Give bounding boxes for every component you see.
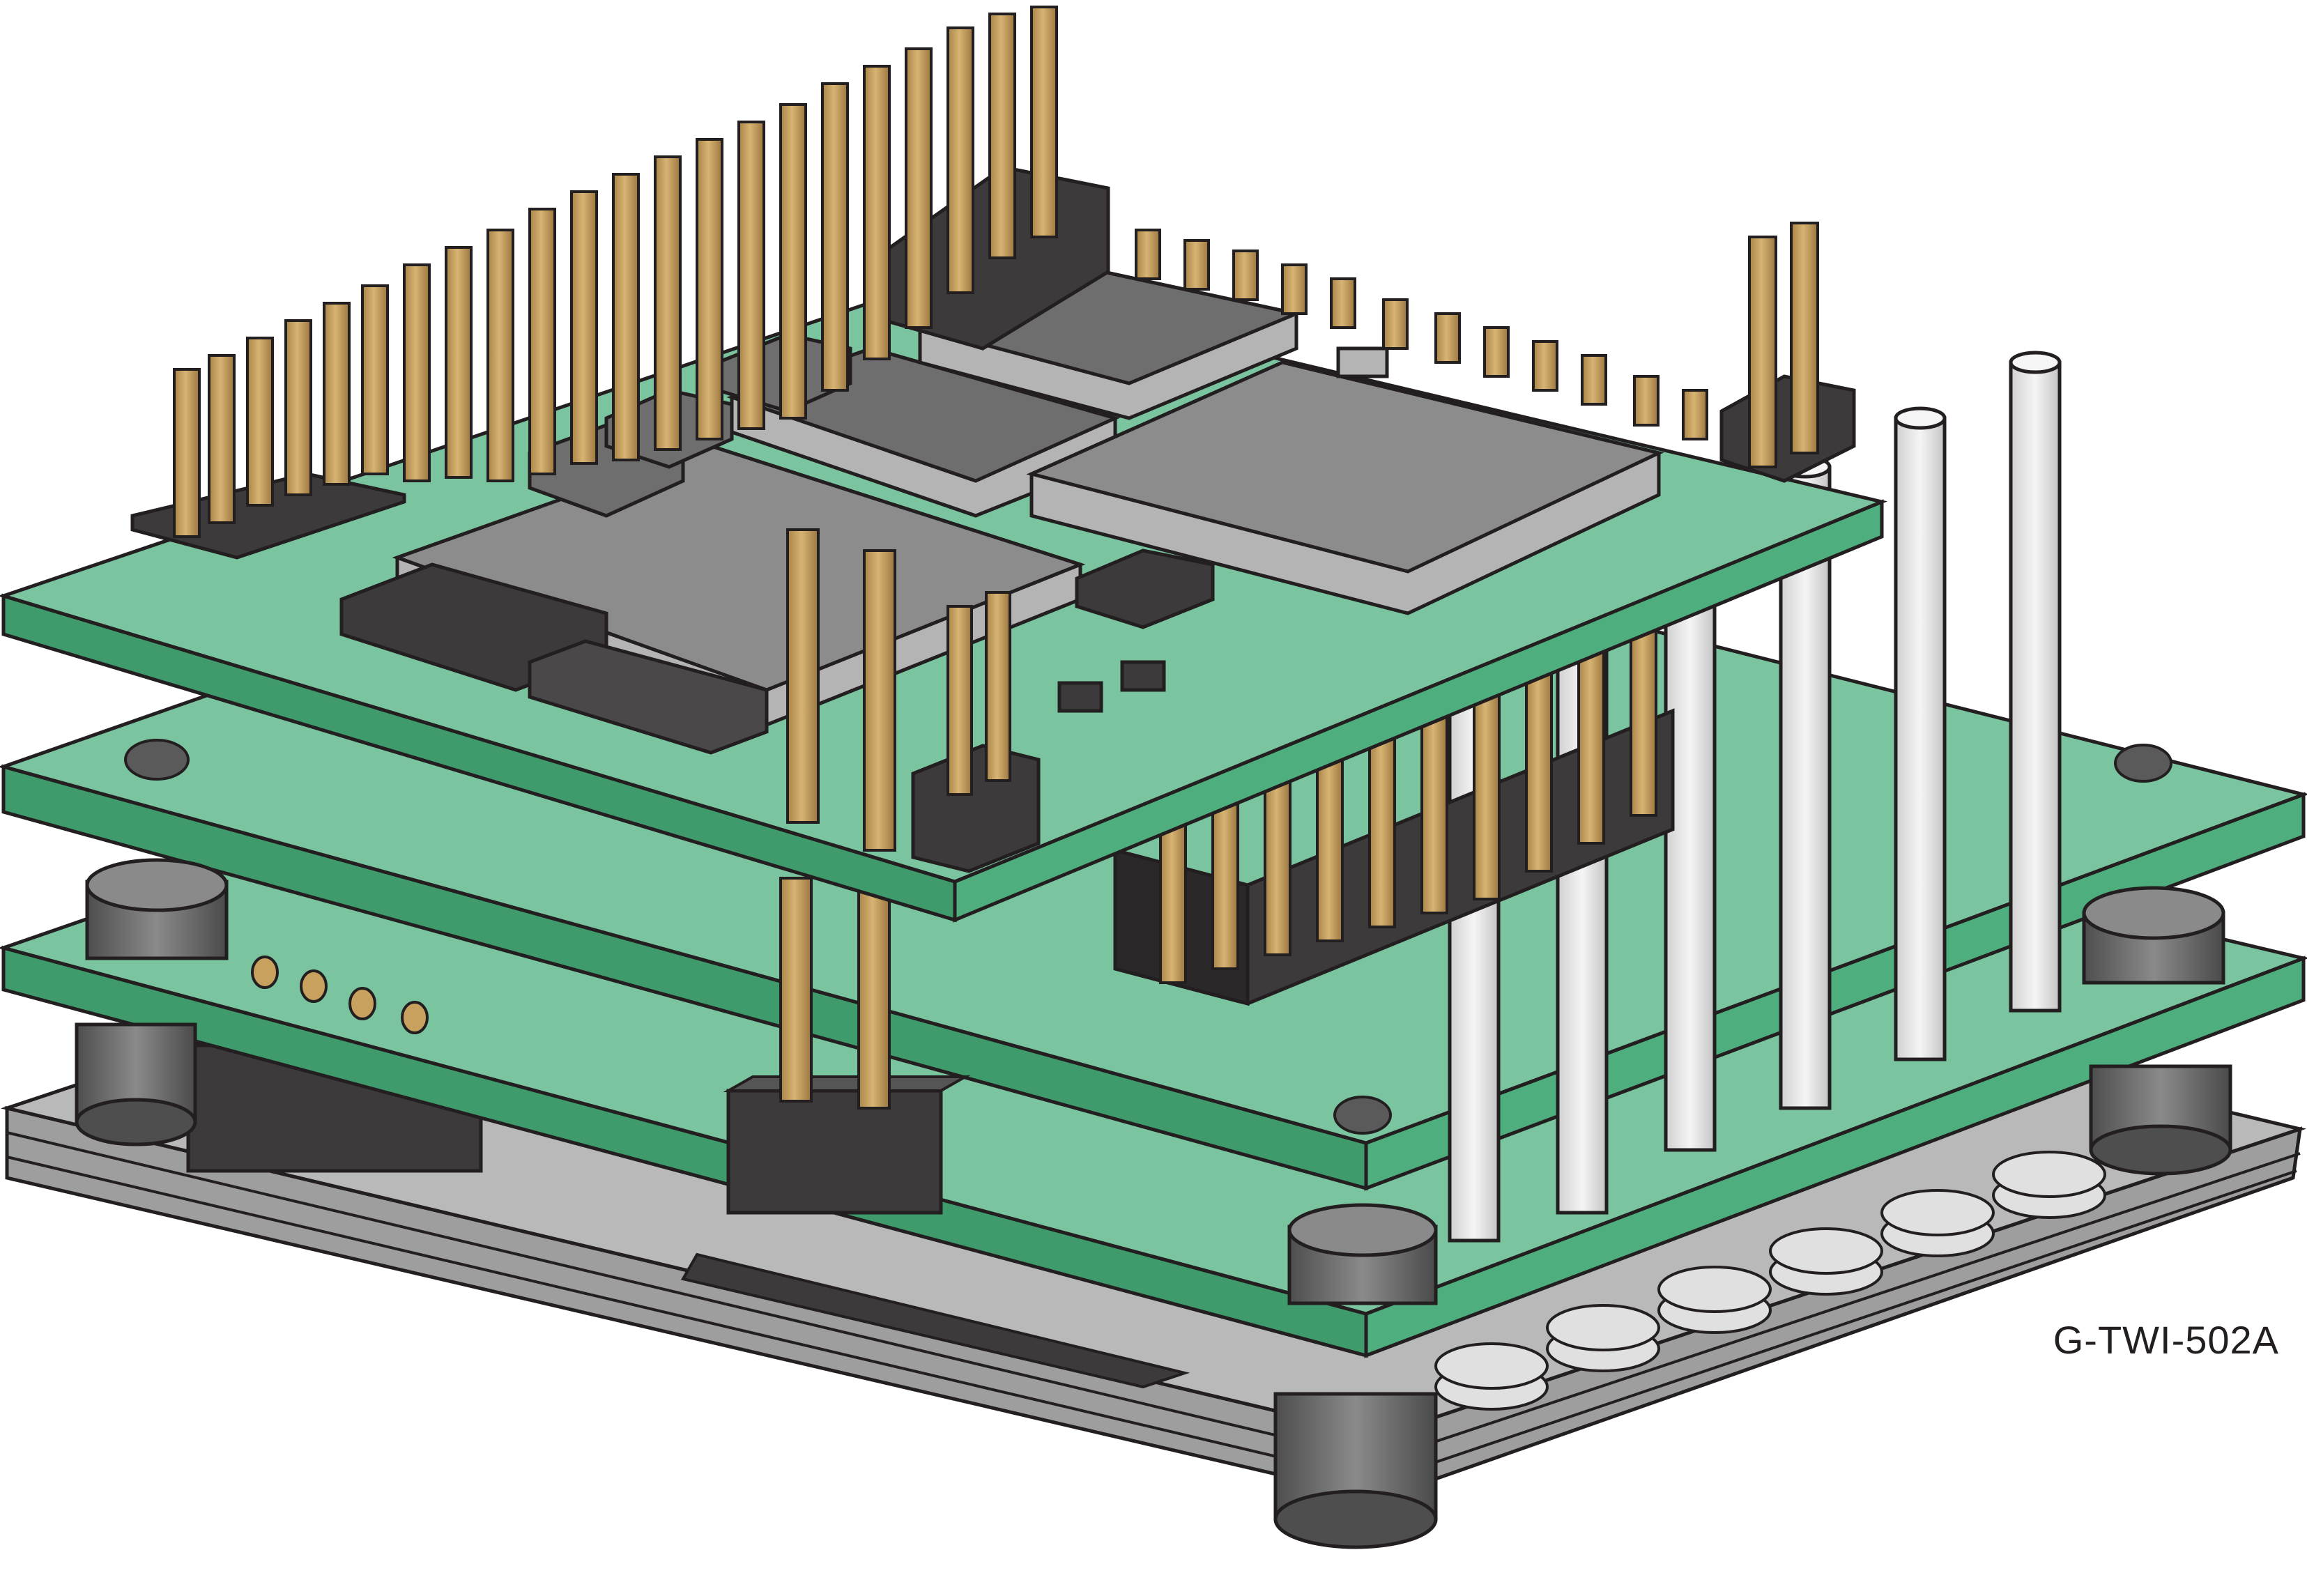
- part-number-label: G-TWI-502A: [2053, 1318, 2279, 1362]
- header-connector-center: [786, 528, 1041, 873]
- header-connector-small: [1719, 222, 1856, 483]
- header-connector-front: [723, 877, 971, 1215]
- spacer-posts-lower: [75, 1022, 2232, 1549]
- spacer-posts-upper: [85, 858, 2225, 1305]
- pin-row-back: [1135, 229, 1708, 440]
- washer-stack: [1434, 1151, 2106, 1411]
- gold-bumps: [251, 956, 429, 1034]
- header-connector-back: [130, 6, 1110, 560]
